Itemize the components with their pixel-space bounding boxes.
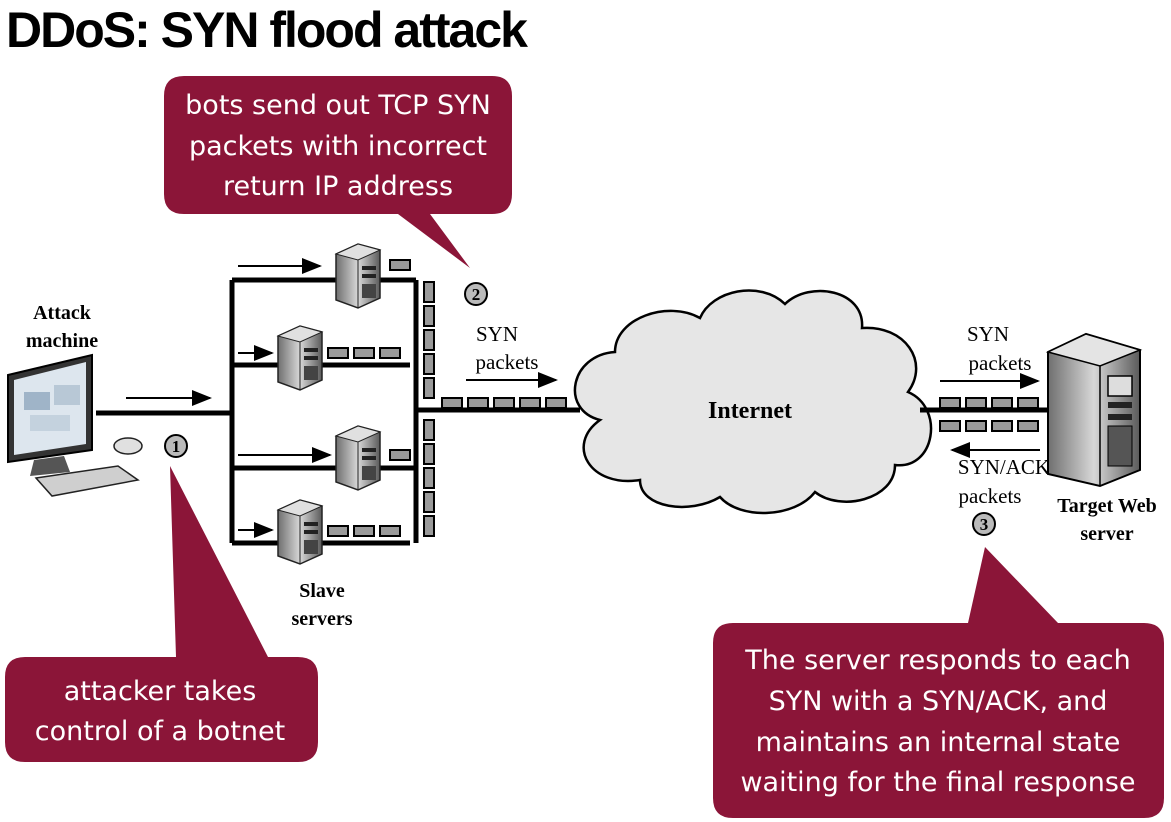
- callout-server-line: waiting for the final response: [740, 767, 1135, 798]
- syn-packets-label-left: SYN: [476, 322, 518, 346]
- target-server-label: server: [1080, 523, 1133, 545]
- callout-attacker-line: control of a botnet: [35, 716, 285, 747]
- callout-bots-line: return IP address: [223, 171, 453, 202]
- syn-packets-label-left: packets: [476, 350, 539, 374]
- syn-packets-label-right: SYN: [967, 322, 1009, 346]
- slave-servers-label: servers: [291, 608, 352, 630]
- step-2-number: 2: [472, 285, 481, 304]
- step-3-badge: [972, 512, 996, 536]
- callout-server-line: The server responds to each: [744, 645, 1130, 676]
- step-1-badge: [164, 434, 188, 458]
- slave-server-icon: [277, 499, 323, 565]
- step-3-number: 3: [980, 515, 989, 534]
- callout-bots-line: packets with incorrect: [189, 131, 487, 162]
- slave-server-icon: [335, 243, 381, 309]
- slave-servers-label: Slave: [299, 580, 345, 602]
- slave-server-icon: [335, 425, 381, 491]
- callout-attacker-line: attacker takes: [64, 676, 257, 707]
- packets-bus: [423, 281, 435, 537]
- callout-server-line: maintains an internal state: [756, 727, 1121, 758]
- attack-machine-label: machine: [26, 330, 98, 352]
- synack-packets-label: packets: [959, 484, 1022, 508]
- internet-cloud-icon: [573, 289, 933, 515]
- target-server-icon: [1045, 332, 1143, 488]
- internet-label: Internet: [708, 398, 792, 424]
- callout-bots: bots send out TCP SYN packets with incor…: [164, 76, 512, 268]
- synack-packets-label: SYN/ACK: [958, 455, 1050, 479]
- callout-server-line: SYN with a SYN/ACK, and: [769, 686, 1108, 717]
- callout-bots-line: bots send out TCP SYN: [185, 90, 491, 121]
- slave-server-icon: [277, 325, 323, 391]
- step-1-number: 1: [172, 437, 181, 456]
- packets-to-internet: [441, 397, 567, 409]
- target-server-label: Target Web: [1057, 495, 1156, 517]
- attack-machine-icon: [7, 353, 143, 497]
- callout-server: The server responds to each SYN with a S…: [713, 547, 1164, 818]
- page-title: DDoS: SYN flood attack: [6, 2, 528, 58]
- callout-attacker: attacker takes control of a botnet: [5, 466, 318, 762]
- syn-packets-label-right: packets: [969, 351, 1032, 375]
- packets-to-target: [939, 397, 1039, 432]
- slave-network: [229, 258, 580, 546]
- attack-machine-label: Attack: [33, 302, 92, 324]
- step-2-badge: [464, 282, 488, 306]
